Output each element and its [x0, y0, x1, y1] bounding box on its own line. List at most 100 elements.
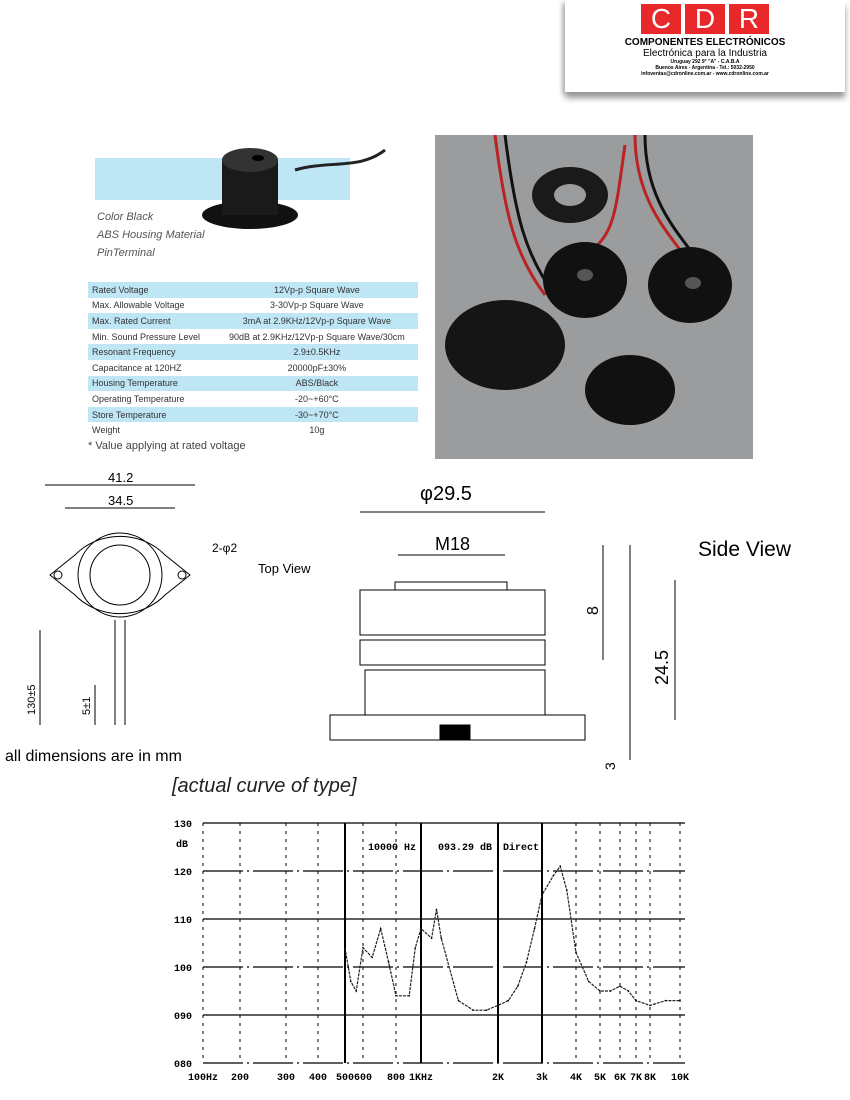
data-point: [649, 1004, 651, 1007]
x-tick-label: 300: [277, 1073, 295, 1084]
spec-value: 3-30Vp-p Square Wave: [270, 300, 364, 311]
response-curve: [344, 864, 680, 1011]
dimension-drawings: 41.2 34.5 2-φ2 130±5 5±1 Top View φ29.5 …: [26, 470, 792, 770]
dim-lead-length: 130±5: [26, 684, 38, 715]
data-point: [344, 947, 346, 949]
spec-param: Max. Allowable Voltage: [92, 300, 185, 311]
x-tick-label: 200: [231, 1073, 249, 1084]
x-tick-label: 6K: [614, 1073, 626, 1084]
top-view-drawing: [39, 484, 195, 725]
spec-row: Max. Rated Current 3mA at 2.9KHz/12Vp-p S…: [88, 313, 418, 329]
data-point: [414, 947, 417, 949]
spec-row: Max. Allowable Voltage 3-30Vp-p Square Wa…: [88, 298, 418, 314]
data-point: [362, 947, 364, 949]
x-tick-label: 400: [309, 1073, 327, 1084]
dim-lead-strip: 5±1: [81, 697, 93, 715]
spec-value: 90dB at 2.9KHz/12Vp-p Square Wave/30cm: [228, 331, 405, 342]
x-tick-label: 600: [354, 1073, 372, 1084]
x-tick-label: 4K: [570, 1073, 582, 1084]
y-tick-label: 080: [174, 1060, 192, 1071]
data-point: [435, 908, 438, 911]
y-tick-label: 110: [174, 916, 192, 927]
dim-height-top: 8: [585, 606, 602, 615]
data-point: [379, 927, 382, 930]
x-tick-label: 100Hz: [188, 1073, 218, 1084]
data-point: [665, 999, 667, 1002]
dim-diameter: φ29.5: [420, 483, 472, 505]
y-tick-label: 130: [174, 820, 192, 831]
data-point: [371, 956, 373, 959]
x-tick-label: 5K: [594, 1073, 606, 1084]
data-point: [587, 980, 590, 983]
spec-row: Min. Sound Pressure Level 90dB at 2.9KHz/…: [88, 329, 418, 345]
spec-value: ABS/Black: [295, 378, 339, 389]
data-point: [349, 980, 352, 983]
spec-value: -20~+60°C: [295, 393, 339, 404]
feature-color: Color Black: [97, 211, 154, 223]
spec-row: Housing Temperature ABS/Black: [88, 375, 418, 392]
dim-thread: M18: [435, 534, 470, 554]
x-tick-label: 2K: [492, 1073, 504, 1084]
company-name: COMPONENTES ELECTRÓNICOS: [624, 37, 786, 48]
spec-value: 20000pF±30%: [287, 362, 347, 373]
data-point: [355, 990, 357, 992]
spec-value: 3mA at 2.9KHz/12Vp-p Square Wave: [242, 315, 391, 326]
data-point: [420, 927, 422, 930]
x-tick-label: 8K: [644, 1073, 656, 1084]
spec-row: Store Temperature-30~+70°C: [88, 406, 418, 423]
x-tick-label: 1KHz: [409, 1073, 433, 1084]
company-address: Uruguay 292 9° "A" - C.A.B.A: [670, 59, 740, 65]
x-tick-label: 3k: [536, 1072, 548, 1084]
chart-header-text: Direct: [503, 842, 539, 854]
data-point: [497, 1004, 499, 1007]
data-point: [395, 995, 397, 997]
data-point: [408, 995, 410, 997]
chart-header-text: 093.29 dB: [438, 842, 492, 854]
spec-row: Operating Temperature-20~+60°C: [88, 391, 418, 407]
dim-inner: 34.5: [108, 493, 133, 508]
data-point: [552, 875, 555, 877]
spec-row: Weight 10g: [88, 422, 418, 438]
x-tick-label: 7K: [630, 1073, 642, 1084]
data-point: [575, 951, 577, 954]
feature-terminal: PinTerminal: [97, 247, 155, 259]
data-point: [430, 937, 433, 939]
spec-row: Capacitance at 120HZ 20000pF±30%: [88, 360, 418, 376]
company-tagline: Electrónica para la Industria: [643, 48, 767, 59]
data-point: [599, 990, 601, 992]
data-point: [619, 985, 621, 987]
y-axis-label: dB: [176, 839, 188, 851]
spec-value: 10g: [309, 425, 325, 436]
data-point: [516, 985, 519, 987]
dim-outer: 41.2: [108, 470, 133, 485]
logo-letter: C: [641, 4, 681, 34]
spec-param: Max. Rated Current: [92, 315, 171, 326]
data-point: [533, 927, 536, 930]
data-point: [635, 999, 637, 1002]
spec-param: Weight: [92, 425, 120, 436]
buzzer-photo: [435, 134, 753, 459]
spec-param: Resonant Frequency: [92, 347, 176, 358]
y-tick-label: 100: [174, 964, 192, 975]
spec-row: Resonant Frequency 2.9±0.5KHz: [88, 344, 418, 360]
feature-material: ABS Housing Material: [97, 229, 205, 241]
data-point: [440, 937, 443, 939]
dim-holes: 2-φ2: [212, 541, 237, 555]
side-view-drawing: [329, 511, 676, 760]
spec-value: -30~+70°C: [295, 409, 339, 420]
data-point: [541, 894, 543, 896]
logo-letter: R: [729, 4, 769, 34]
dim-base: 3: [602, 762, 618, 770]
spec-note: * Value applying at rated voltage: [88, 440, 246, 452]
spec-value: 2.9±0.5KHz: [293, 347, 341, 358]
spec-param: Min. Sound Pressure Level: [92, 331, 201, 342]
data-point: [457, 999, 460, 1002]
chart-header-text: 10000 Hz: [368, 843, 416, 854]
top-view-label: Top View: [258, 561, 311, 576]
spec-param: Housing Temperature: [92, 378, 178, 389]
data-point: [679, 999, 681, 1002]
spec-param: Capacitance at 120HZ: [92, 362, 182, 373]
